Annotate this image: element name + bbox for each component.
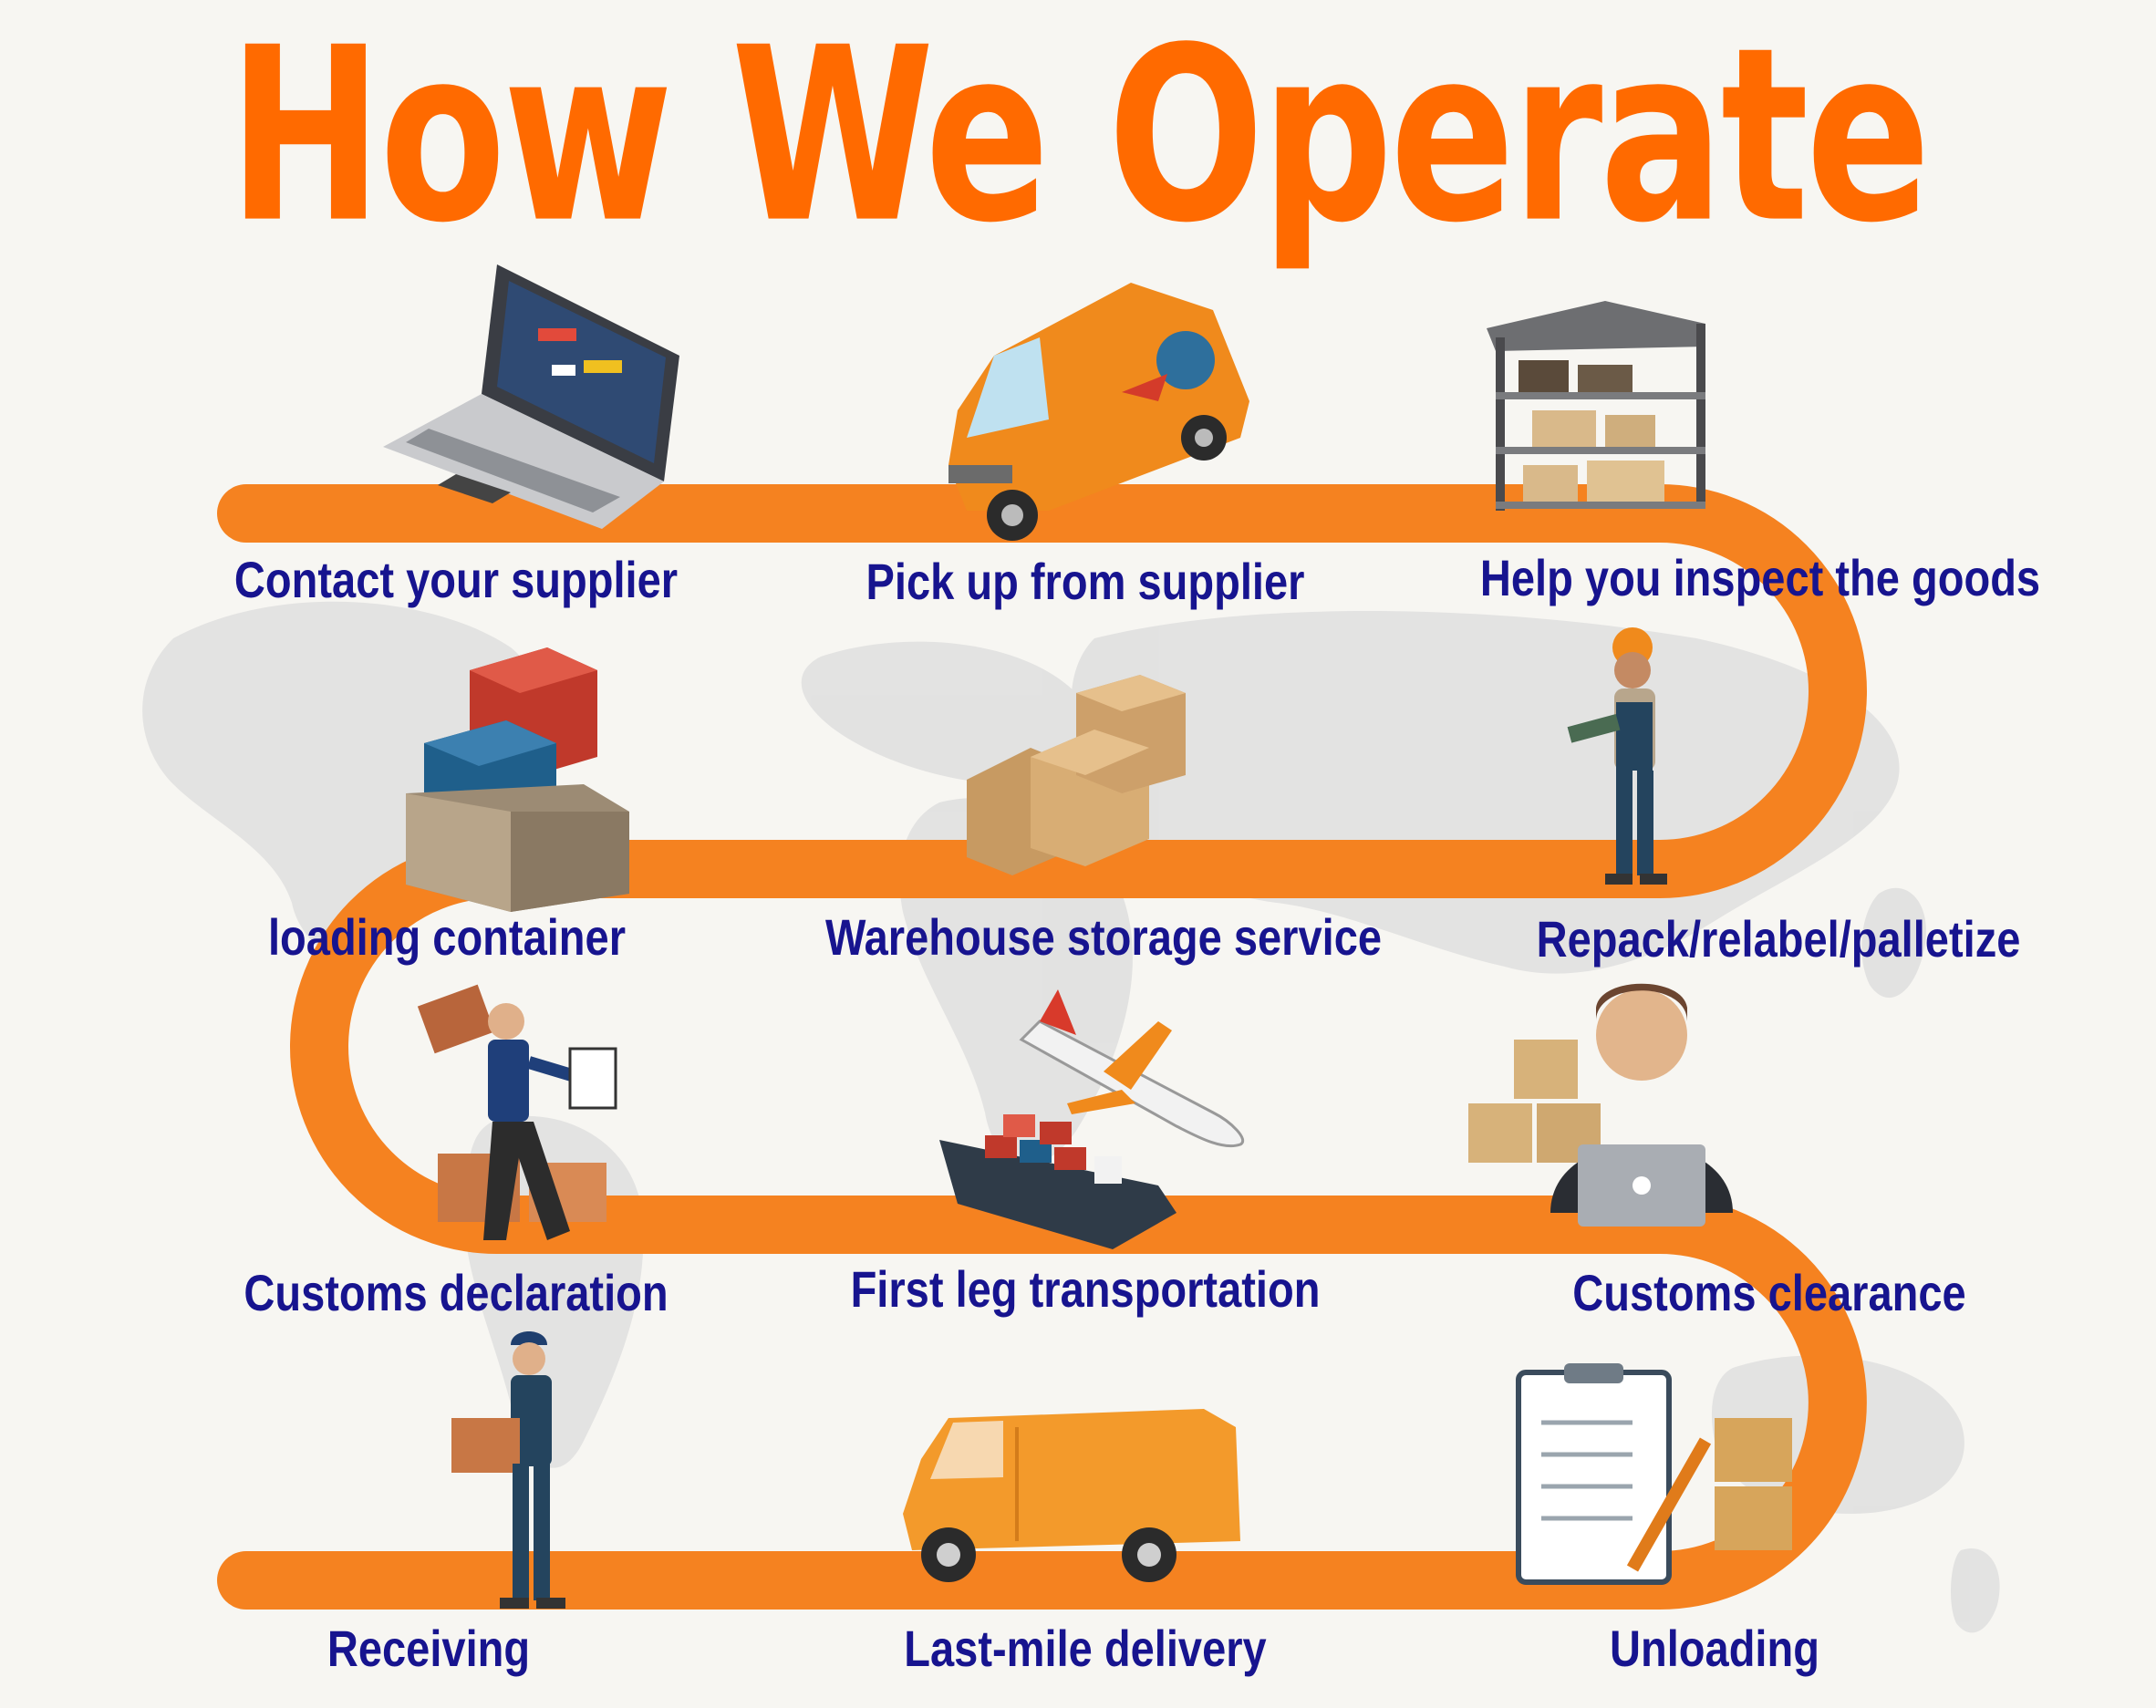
step-label-warehouse-storage: Warehouse storage service xyxy=(824,908,1383,966)
step-label-customs-declaration: Customs declaration xyxy=(244,1264,669,1321)
delivery-van-icon xyxy=(948,283,1249,541)
step-label-inspect-goods: Help you inspect the goods xyxy=(1479,549,2041,606)
page-title: How We Operate xyxy=(228,0,1931,276)
step-label-repack: Repack/relabel/palletize xyxy=(1536,910,2021,968)
laptop-icon xyxy=(383,264,679,529)
step-label-pick-up: Pick up from supplier xyxy=(866,553,1305,610)
inspector-worker-icon xyxy=(1567,627,1667,885)
plane-and-ship-icon xyxy=(939,989,1244,1249)
courier-with-document-icon xyxy=(417,984,617,1240)
step-label-first-leg: First leg transportation xyxy=(850,1260,1321,1318)
wooden-crates-icon xyxy=(967,675,1186,875)
worker-carrying-box-icon xyxy=(451,1331,565,1609)
step-label-receiving: Receiving xyxy=(327,1620,531,1677)
step-label-customs-clearance: Customs clearance xyxy=(1572,1264,1966,1321)
process-path xyxy=(217,484,1867,1610)
shipping-containers-icon xyxy=(406,647,629,912)
step-label-contact-supplier: Contact your supplier xyxy=(233,551,679,608)
minivan-icon xyxy=(903,1409,1240,1582)
step-label-unloading: Unloading xyxy=(1610,1620,1819,1677)
support-agent-icon xyxy=(1468,983,1733,1227)
step-label-last-mile: Last-mile delivery xyxy=(904,1620,1267,1677)
clipboard-checklist-icon xyxy=(1516,1363,1792,1585)
storage-shelf-icon xyxy=(1487,301,1705,511)
step-label-loading-container: loading container xyxy=(267,908,627,966)
